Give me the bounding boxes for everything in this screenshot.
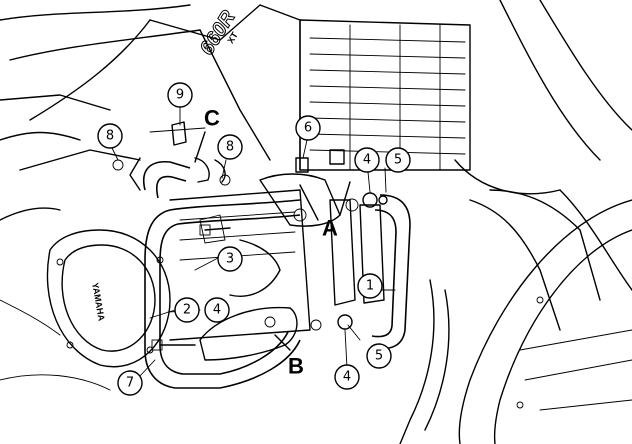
front-wheel <box>399 189 632 444</box>
callout-4-bottom-label: 4 <box>343 370 351 385</box>
assembly-letters: A B C <box>204 106 338 379</box>
model-badge: 660R XT <box>195 6 240 60</box>
callout-5-bottom-label: 5 <box>375 349 383 364</box>
callout-3-label: 3 <box>226 252 234 267</box>
callout-6: 6 <box>295 115 321 141</box>
pointer-arrows <box>194 131 351 351</box>
letter-a: A <box>322 216 338 241</box>
callout-7-label: 7 <box>126 376 134 391</box>
callout-8-right: 8 <box>217 134 243 160</box>
callout-4-top-label: 4 <box>363 153 371 168</box>
crash-bar <box>112 121 411 389</box>
letter-c: C <box>204 106 220 131</box>
callout-8-left: 8 <box>97 123 123 149</box>
callout-5-top-label: 5 <box>394 153 402 168</box>
radiator-grille <box>299 19 471 171</box>
callout-1: 1 <box>357 273 383 299</box>
callout-7: 7 <box>117 370 143 396</box>
callout-2: 2 <box>174 297 200 323</box>
callout-1-label: 1 <box>366 279 374 294</box>
callout-9: 9 <box>167 82 193 108</box>
frame-lines <box>0 0 632 391</box>
engine-brand-label: YAMAHA <box>90 282 107 322</box>
letter-b: B <box>288 354 304 379</box>
leader-lines <box>111 106 396 379</box>
callout-5-top: 5 <box>385 147 411 173</box>
callout-3: 3 <box>217 246 243 272</box>
engine-block <box>169 189 385 341</box>
callout-4-mid-label: 4 <box>213 303 221 318</box>
callout-9-label: 9 <box>176 88 184 103</box>
callout-4-bottom: 4 <box>334 364 360 390</box>
callout-4-top: 4 <box>354 147 380 173</box>
callout-5-bottom: 5 <box>366 343 392 369</box>
callout-6-label: 6 <box>304 121 312 136</box>
callouts: 9 8 8 6 4 5 3 2 <box>97 82 411 396</box>
callout-4-mid: 4 <box>204 297 230 323</box>
callout-8-left-label: 8 <box>106 129 114 144</box>
callout-2-label: 2 <box>183 303 191 318</box>
callout-8-right-label: 8 <box>226 140 234 155</box>
